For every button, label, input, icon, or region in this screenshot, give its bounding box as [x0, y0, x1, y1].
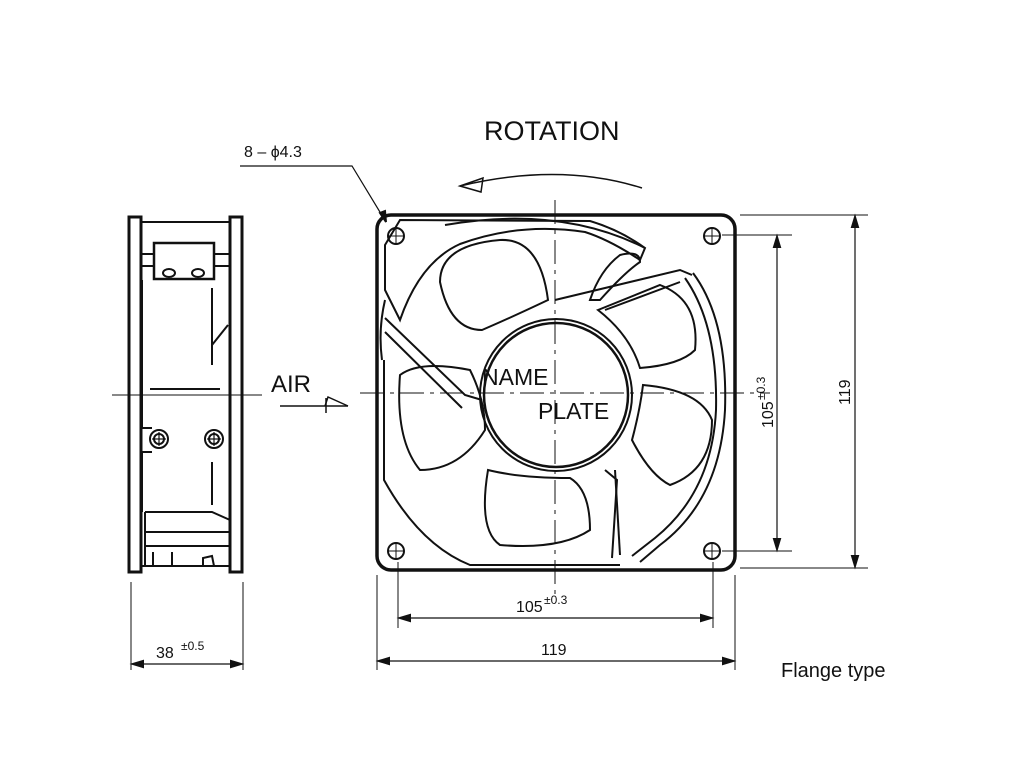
side-depth-value: 38: [156, 645, 174, 662]
caption: Flange type: [781, 660, 886, 682]
airflow-arrow-icon: [280, 395, 349, 413]
hole-pitch-v-tolerance: ±0.3: [754, 376, 768, 400]
rotation-arrow-icon: [457, 173, 643, 193]
mounting-hole-icon: [703, 542, 721, 560]
hole-callout-leader: [240, 165, 387, 223]
side-view: [127, 215, 244, 574]
hole-pitch-h-value: 105: [516, 599, 543, 616]
side-depth-tolerance: ±0.5: [181, 639, 205, 653]
mounting-hole-icon: [387, 542, 405, 560]
nameplate-line2: PLATE: [538, 398, 609, 424]
hole-pitch-v-value: 105: [760, 401, 777, 428]
mounting-hole-icon: [703, 227, 721, 245]
mounting-hole-icon: [387, 227, 405, 245]
nameplate-line1: NAME: [482, 364, 548, 390]
hole-callout: 8 – ϕ4.3: [244, 144, 302, 161]
overall-height-value: 119: [837, 379, 854, 405]
hole-pitch-h-tolerance: ±0.3: [544, 593, 568, 607]
overall-width-value: 119: [541, 642, 567, 659]
airflow-label: AIR: [271, 371, 311, 398]
rotation-title: ROTATION: [484, 116, 620, 146]
